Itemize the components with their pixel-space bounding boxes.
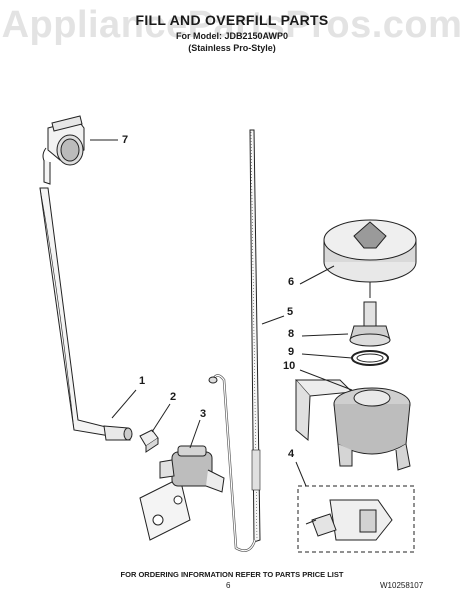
document-number: W10258107 — [380, 581, 424, 590]
leader-10 — [299, 369, 353, 391]
callout-5: 5 — [287, 306, 294, 318]
model-line: For Model: JDB2150AWP0 — [175, 31, 289, 41]
leader-3 — [189, 419, 201, 449]
callout-9: 9 — [288, 346, 295, 358]
callout-7: 7 — [122, 134, 129, 146]
leader-1 — [111, 389, 137, 419]
ordering-note: FOR ORDERING INFORMATION REFER TO PARTS … — [120, 570, 344, 579]
callout-1: 1 — [139, 375, 146, 387]
leader-9 — [301, 353, 353, 359]
leader-6 — [299, 265, 335, 285]
callout-8: 8 — [288, 328, 295, 340]
page-title: FILL AND OVERFILL PARTS — [135, 12, 329, 28]
callout-3: 3 — [200, 408, 207, 420]
leader-4-connector — [295, 461, 307, 487]
callout-2: 2 — [170, 391, 177, 403]
part-5-overfill-hose — [208, 129, 261, 552]
callout-4: 4 — [288, 448, 295, 460]
part-4-sensor-assembly — [305, 499, 393, 541]
part-3-water-valve — [139, 445, 225, 541]
part-2-grommet — [139, 429, 159, 453]
callout-6: 6 — [288, 276, 295, 288]
part-6-float — [323, 219, 417, 298]
part-1-fill-hose — [39, 187, 133, 441]
leader-5 — [261, 315, 285, 325]
leader-2 — [151, 403, 171, 433]
leader-8 — [301, 333, 349, 337]
part-9-o-ring — [351, 350, 389, 366]
part-10-float-housing — [294, 379, 411, 471]
part-7-fill-funnel — [42, 115, 85, 185]
page-number: 6 — [226, 581, 231, 590]
watermark: AppliancePartsPros.com — [1, 4, 463, 46]
callout-10: 10 — [283, 360, 296, 372]
part-4-detail-box — [297, 485, 415, 553]
style-line: (Stainless Pro-Style) — [188, 43, 276, 53]
part-8-float-shaft — [349, 301, 391, 347]
